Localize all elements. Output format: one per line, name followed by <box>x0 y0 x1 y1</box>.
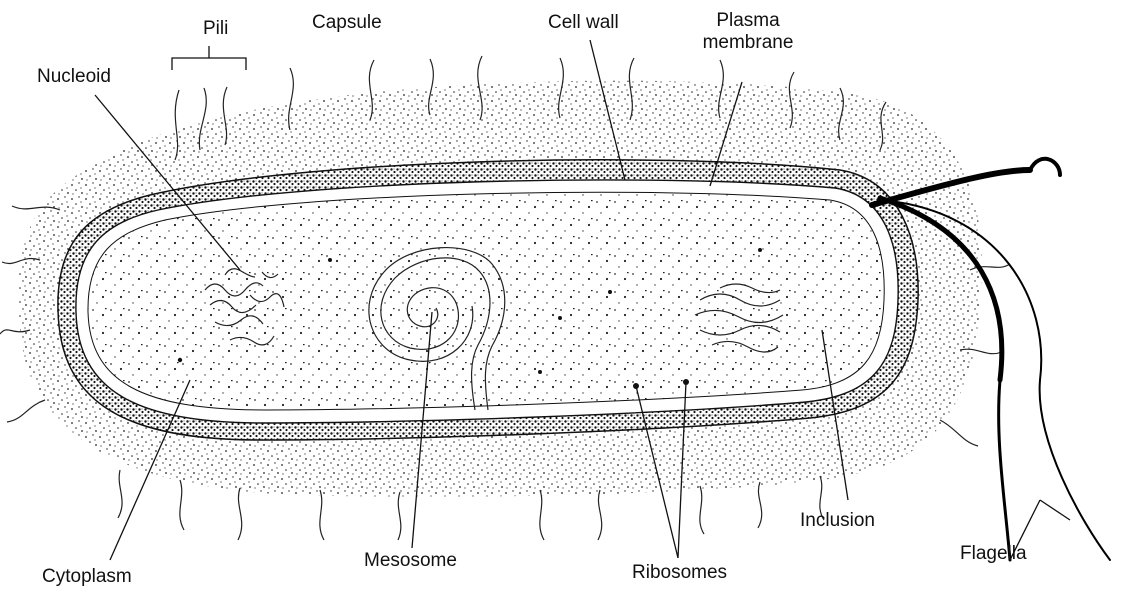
label-plasma-membrane-line1: Plasma <box>700 10 796 32</box>
label-cytoplasm: Cytoplasm <box>42 566 132 588</box>
label-nucleoid: Nucleoid <box>37 66 111 88</box>
label-ribosomes: Ribosomes <box>632 562 727 584</box>
label-capsule: Capsule <box>312 12 382 34</box>
label-flagella: Flagella <box>960 543 1027 565</box>
label-inclusion: Inclusion <box>800 510 875 532</box>
label-plasma-membrane-line2: membrane <box>700 32 796 54</box>
label-plasma-membrane: Plasma membrane <box>700 10 796 54</box>
cytoplasm-region <box>88 192 884 410</box>
label-pili: Pili <box>203 18 228 40</box>
label-cell-wall: Cell wall <box>548 12 619 34</box>
label-mesosome: Mesosome <box>364 550 457 572</box>
